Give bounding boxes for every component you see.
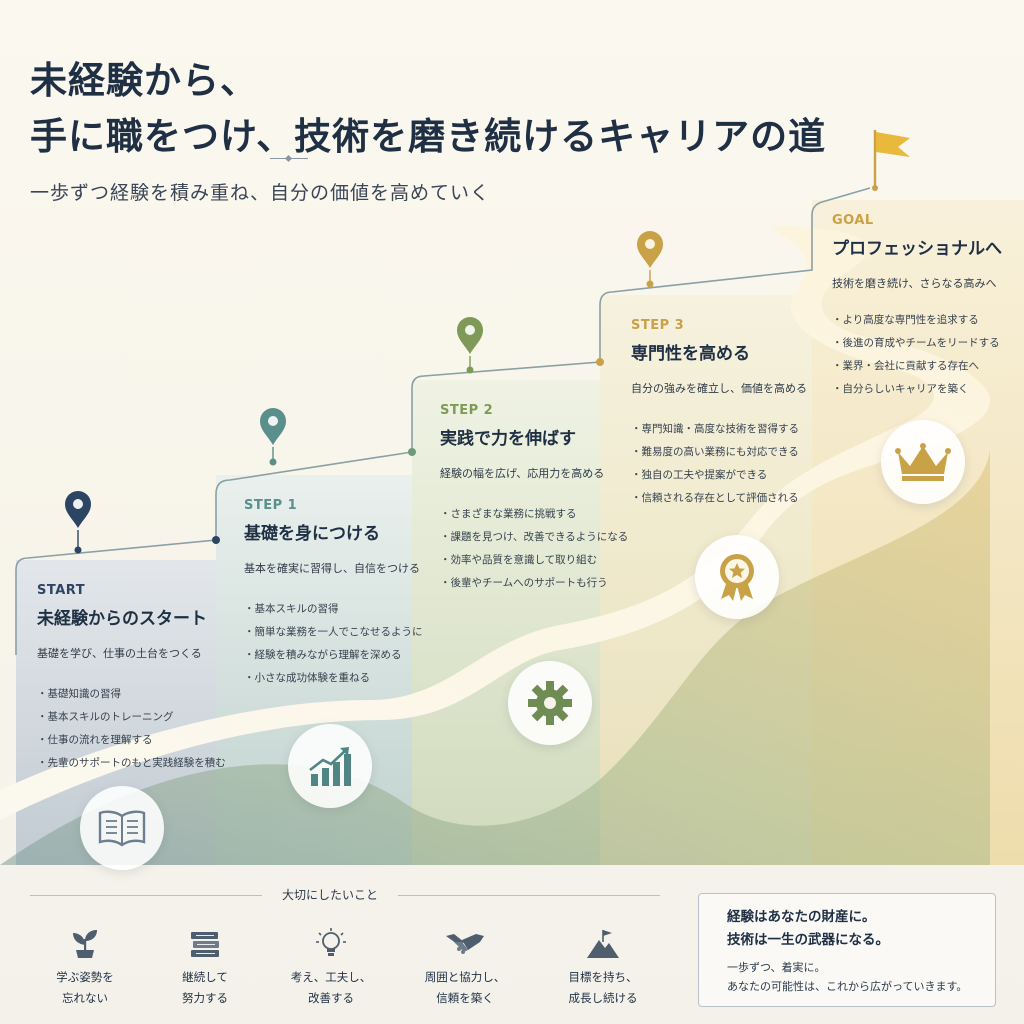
list-item: 難易度の高い業務にも対応できる <box>631 441 807 464</box>
page-title: 未経験から、 手に職をつけ、技術を磨き続けるキャリアの道 <box>30 52 826 164</box>
location-pin-icon <box>457 317 483 374</box>
value-item: 目標を持ち、 成長し続ける <box>548 925 658 1009</box>
message-box: 経験はあなたの財産に。 技術は一生の武器になる。 一歩ずつ、着実に。 あなたの可… <box>698 893 996 1007</box>
step-lead: 基本を確実に習得し、自信をつける <box>244 562 420 575</box>
step-heading: プロフェッショナルへ <box>832 239 1002 259</box>
step-3: STEP 3 専門性を高める 自分の強みを確立し、価値を高める 専門知識・高度な… <box>631 318 807 510</box>
list-item: 基本スキルのトレーニング <box>37 706 226 729</box>
step-panel-2 <box>412 380 600 865</box>
list-item: 自分らしいキャリアを築く <box>832 378 1002 401</box>
step-list: より高度な専門性を追求する 後進の育成やチームをリードする 業界・会社に貢献する… <box>832 309 1002 401</box>
step-start: START 未経験からのスタート 基礎を学び、仕事の土台をつくる 基礎知識の習得… <box>37 583 226 775</box>
list-item: より高度な専門性を追求する <box>832 309 1002 332</box>
crown-icon <box>881 420 965 504</box>
road-side <box>0 450 990 865</box>
step-tag: STEP 2 <box>440 403 494 418</box>
step-tag: STEP 1 <box>244 498 298 513</box>
step-list: 基本スキルの習得 簡単な業務を一人でこなせるように 経験を積みながら理解を深める… <box>244 598 423 690</box>
step-lead: 技術を磨き続け、さらなる高みへ <box>832 277 997 290</box>
list-item: 専門知識・高度な技術を習得する <box>631 418 807 441</box>
location-pin-icon <box>65 491 91 554</box>
value-item: 周囲と協力し、 信頼を築く <box>410 925 520 1009</box>
location-pin-icon <box>637 231 663 288</box>
step-heading: 基礎を身につける <box>244 524 380 544</box>
list-item: 効率や品質を意識して取り組む <box>440 549 628 572</box>
step-lead: 経験の幅を広げ、応用力を高める <box>440 467 605 480</box>
title-line-2: 手に職をつけ、技術を磨き続けるキャリアの道 <box>30 114 827 158</box>
list-item: 後輩やチームへのサポートも行う <box>440 572 628 595</box>
growth-chart-icon <box>288 724 372 808</box>
section-divider <box>398 895 660 896</box>
lightbulb-icon <box>276 925 386 961</box>
value-item: 学ぶ姿勢を 忘れない <box>30 925 140 1009</box>
list-item: 基本スキルの習得 <box>244 598 423 621</box>
step-list: 専門知識・高度な技術を習得する 難易度の高い業務にも対応できる 独自の工夫や提案… <box>631 418 807 510</box>
gear-icon <box>508 661 592 745</box>
message-line: 一歩ずつ、着実に。 <box>727 961 826 974</box>
sprout-icon <box>30 925 140 961</box>
handshake-icon <box>410 925 520 961</box>
list-item: 独自の工夫や提案ができる <box>631 464 807 487</box>
message-line: 技術は一生の武器になる。 <box>727 932 889 948</box>
open-book-icon <box>80 786 164 870</box>
list-item: 簡単な業務を一人でこなせるように <box>244 621 423 644</box>
goal-flag-icon <box>872 130 910 191</box>
line-node <box>596 358 604 366</box>
step-heading: 実践で力を伸ばす <box>440 429 576 449</box>
step-heading: 専門性を高める <box>631 344 750 364</box>
list-item: 小さな成功体験を重ねる <box>244 667 423 690</box>
list-item: 基礎知識の習得 <box>37 683 226 706</box>
title-line-1: 未経験から、 <box>30 58 258 102</box>
list-item: さまざまな業務に挑戦する <box>440 503 628 526</box>
location-pin-icon <box>260 408 286 466</box>
step-heading: 未経験からのスタート <box>37 609 207 629</box>
step-lead: 自分の強みを確立し、価値を高める <box>631 382 807 395</box>
mountain-flag-icon <box>548 925 658 961</box>
step-list: 基礎知識の習得 基本スキルのトレーニング 仕事の流れを理解する 先輩のサポートの… <box>37 683 226 775</box>
list-item: 経験を積みながら理解を深める <box>244 644 423 667</box>
list-item: 業界・会社に貢献する存在へ <box>832 355 1002 378</box>
value-label: 継続して 努力する <box>182 970 228 1005</box>
award-ribbon-icon <box>695 535 779 619</box>
message-line: 経験はあなたの財産に。 <box>727 909 876 925</box>
section-divider <box>30 895 262 896</box>
title-divider <box>270 158 308 159</box>
values-title: 大切にしたいこと <box>281 888 378 902</box>
value-label: 目標を持ち、 成長し続ける <box>568 970 638 1005</box>
page-subtitle: 一歩ずつ経験を積み重ね、自分の価値を高めていく <box>30 182 491 204</box>
stacked-books-icon <box>150 925 260 961</box>
step-1: STEP 1 基礎を身につける 基本を確実に習得し、自信をつける 基本スキルの習… <box>244 498 423 690</box>
list-item: 後進の育成やチームをリードする <box>832 332 1002 355</box>
step-tag: START <box>37 583 86 598</box>
step-tag: GOAL <box>832 213 874 228</box>
step-2: STEP 2 実践で力を伸ばす 経験の幅を広げ、応用力を高める さまざまな業務に… <box>440 403 628 595</box>
career-stair-line <box>15 187 871 655</box>
message-line: あなたの可能性は、これから広がっていきます。 <box>727 980 968 993</box>
value-item: 考え、工夫し、 改善する <box>276 925 386 1009</box>
list-item: 仕事の流れを理解する <box>37 729 226 752</box>
value-label: 周囲と協力し、 信頼を築く <box>424 970 506 1005</box>
step-goal: GOAL プロフェッショナルへ 技術を磨き続け、さらなる高みへ より高度な専門性… <box>832 213 1002 401</box>
line-node <box>212 536 220 544</box>
value-label: 学ぶ姿勢を 忘れない <box>56 970 114 1005</box>
step-tag: STEP 3 <box>631 318 685 333</box>
list-item: 先輩のサポートのもと実践経験を積む <box>37 752 226 775</box>
step-lead: 基礎を学び、仕事の土台をつくる <box>37 647 202 660</box>
list-item: 課題を見つけ、改善できるようになる <box>440 526 629 549</box>
list-item: 信頼される存在として評価される <box>631 487 807 510</box>
step-list: さまざまな業務に挑戦する 課題を見つけ、改善できるようになる 効率や品質を意識し… <box>440 503 629 595</box>
line-node <box>408 448 416 456</box>
value-label: 考え、工夫し、 改善する <box>290 970 372 1005</box>
value-item: 継続して 努力する <box>150 925 260 1009</box>
